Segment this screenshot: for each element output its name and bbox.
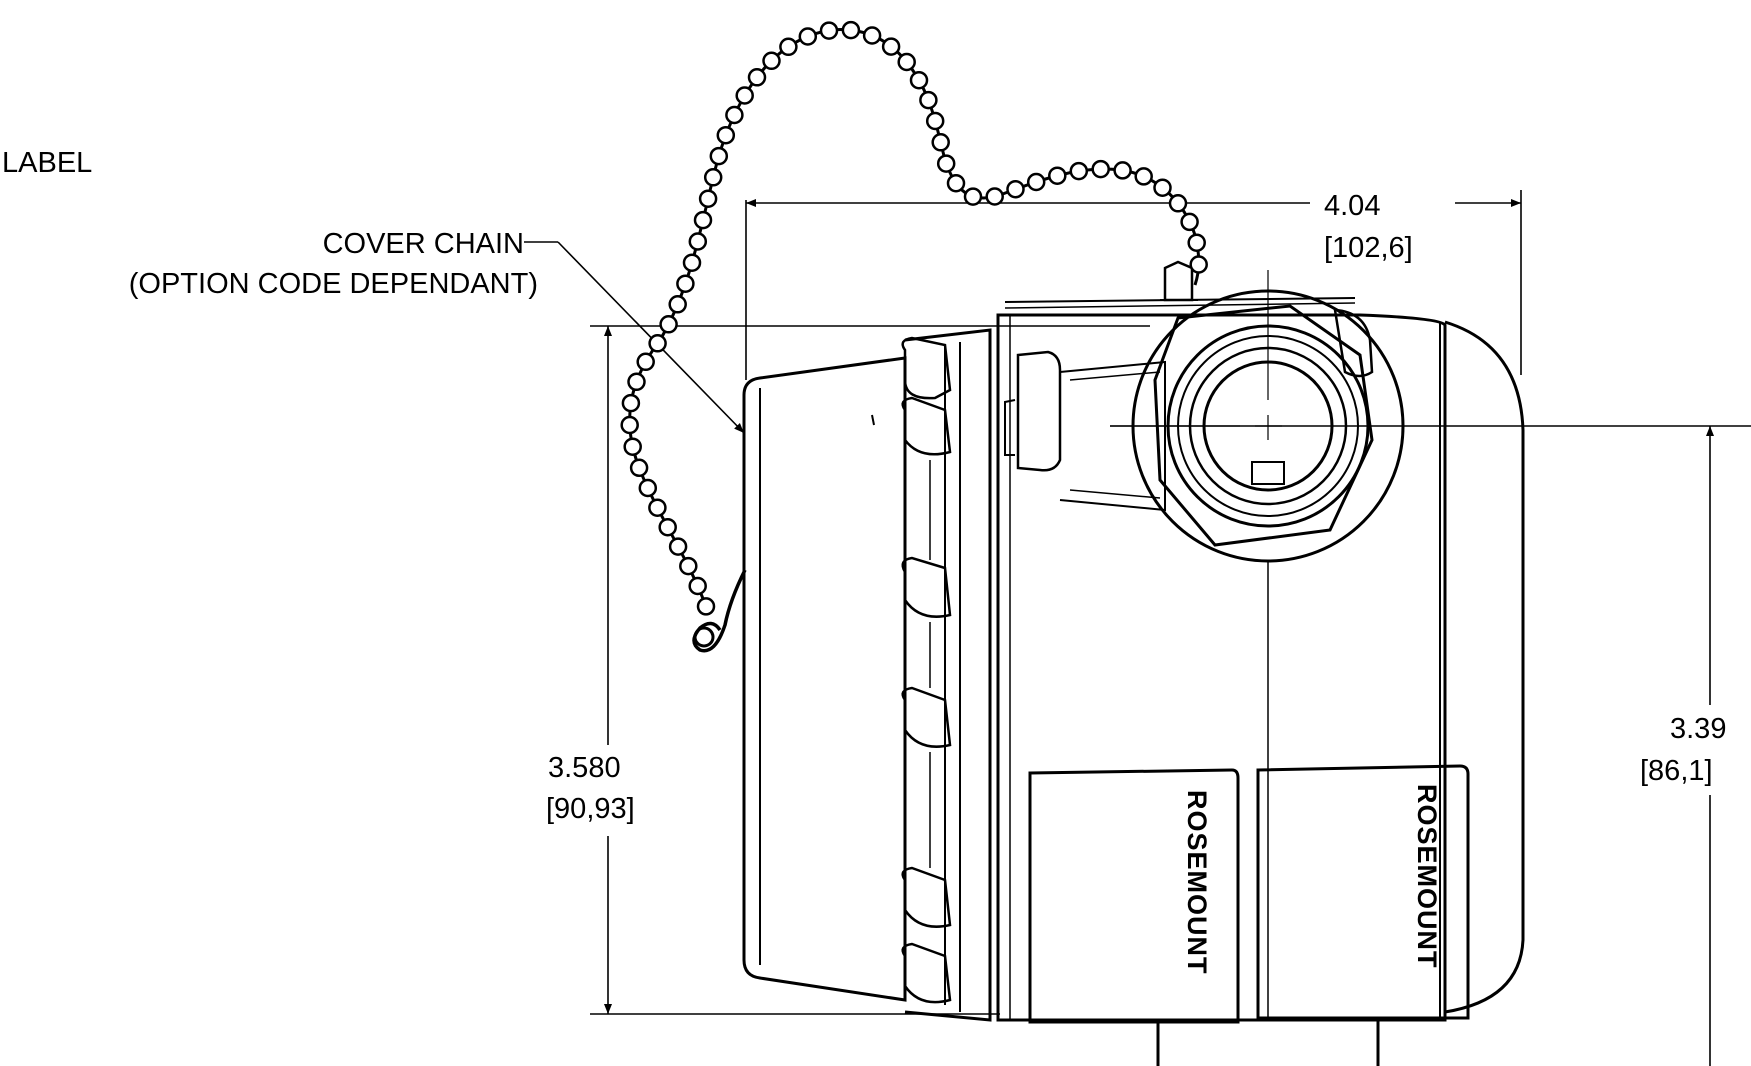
chain-bead bbox=[725, 105, 744, 125]
chain-bead bbox=[931, 133, 950, 152]
chain-bead bbox=[679, 556, 698, 576]
chain-bead bbox=[709, 146, 729, 166]
width-dimension-mm: [102,6] bbox=[1324, 232, 1413, 264]
chain-bead bbox=[1048, 166, 1067, 185]
chain-bead bbox=[897, 52, 916, 72]
chain-bead bbox=[1134, 167, 1153, 186]
chain-bead bbox=[747, 68, 767, 87]
chain-bead bbox=[1187, 233, 1206, 252]
chain-bead bbox=[1006, 179, 1025, 199]
chain-bead bbox=[819, 21, 839, 40]
cover-chain bbox=[620, 20, 1208, 653]
chain-bead bbox=[658, 517, 677, 537]
depth-dimension-inches: 3.39 bbox=[1670, 713, 1726, 745]
chain-bead bbox=[688, 576, 707, 596]
chain-bead bbox=[716, 125, 736, 145]
chain-bead bbox=[648, 334, 667, 353]
label-callout-text: LABEL bbox=[2, 147, 92, 179]
chain-bead bbox=[881, 37, 901, 56]
depth-dimension-mm: [86,1] bbox=[1640, 755, 1713, 787]
chain-bead bbox=[698, 189, 718, 208]
chain-bead bbox=[638, 478, 658, 498]
chain-bead bbox=[623, 437, 642, 456]
chain-bead bbox=[1168, 194, 1188, 213]
chain-bead bbox=[909, 70, 929, 90]
chain-bead bbox=[1026, 172, 1046, 192]
chain-bead bbox=[693, 210, 713, 230]
chain-bead bbox=[779, 37, 798, 57]
height-dimension-inches: 3.580 bbox=[548, 752, 621, 784]
width-dimension-inches: 4.04 bbox=[1324, 190, 1380, 222]
chain-bead bbox=[621, 393, 641, 413]
chain-bead bbox=[936, 154, 956, 173]
chain-bead bbox=[659, 315, 678, 334]
chain-bead bbox=[919, 90, 938, 110]
brand-label-left: ROSEMOUNT bbox=[1182, 790, 1212, 975]
chain-bead bbox=[1189, 255, 1208, 274]
cover-chain-callout-line1: COVER CHAIN bbox=[323, 228, 524, 260]
chain-bead bbox=[682, 253, 702, 272]
chain-bead bbox=[1180, 212, 1199, 232]
nameplate-left: ROSEMOUNT bbox=[1028, 768, 1240, 1024]
conduit-entry bbox=[1110, 270, 1405, 1020]
chain-bead bbox=[668, 295, 687, 314]
chain-bead bbox=[620, 415, 639, 435]
width-dimension bbox=[745, 190, 1522, 380]
chain-bead bbox=[735, 86, 754, 105]
chain-bead bbox=[688, 232, 708, 251]
chain-bead bbox=[798, 27, 818, 46]
chain-bead bbox=[648, 498, 667, 517]
chain-bead bbox=[1091, 159, 1110, 179]
chain-bead bbox=[636, 352, 655, 372]
cover-chain-callout-line2: (OPTION CODE DEPENDANT) bbox=[129, 268, 538, 300]
nameplate-right: ROSEMOUNT bbox=[1256, 764, 1470, 1020]
chain-bead bbox=[762, 51, 781, 71]
cover-lug-top bbox=[901, 336, 952, 400]
chain-bead bbox=[1069, 161, 1089, 181]
chain-bead bbox=[703, 168, 723, 187]
chain-bead bbox=[841, 20, 861, 40]
chain-bead bbox=[629, 458, 649, 478]
chain-bead bbox=[1113, 161, 1132, 180]
height-dimension bbox=[590, 325, 1150, 1015]
chain-bead bbox=[925, 111, 945, 131]
chain-bead bbox=[627, 372, 646, 392]
brand-label-right: ROSEMOUNT bbox=[1412, 784, 1442, 969]
chain-bead bbox=[668, 537, 688, 556]
height-dimension-mm: [90,93] bbox=[546, 793, 635, 825]
chain-bead bbox=[1153, 178, 1172, 197]
chain-bead bbox=[696, 597, 716, 616]
chain-bead bbox=[862, 26, 882, 45]
bottom-conduit-stub bbox=[1156, 1020, 1380, 1066]
chain-bead bbox=[946, 173, 966, 193]
chain-bead bbox=[985, 187, 1004, 206]
chain-bead bbox=[963, 187, 983, 206]
chain-anchor bbox=[1160, 260, 1198, 302]
chain-bead bbox=[676, 274, 695, 293]
